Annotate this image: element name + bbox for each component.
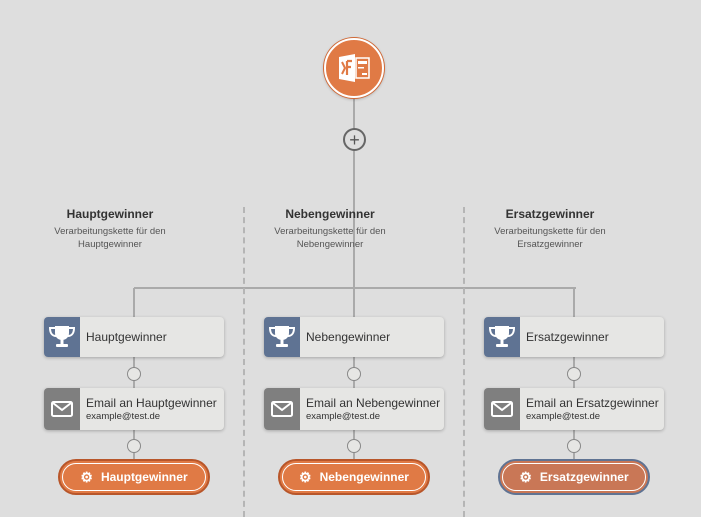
trigger-label: Ersatzgewinner — [526, 330, 609, 344]
gears-icon: ⚙ — [519, 468, 532, 485]
branch-connector — [134, 287, 576, 289]
branch-action-button[interactable]: ⚙ Nebengewinner — [278, 459, 430, 495]
email-title: Email an Hauptgewinner — [86, 396, 217, 410]
trigger-node[interactable]: Nebengewinner — [264, 317, 444, 357]
mail-icon — [44, 388, 80, 430]
column-divider — [463, 207, 465, 517]
branch-action-label: Ersatzgewinner — [539, 470, 629, 484]
trophy-icon — [484, 317, 520, 357]
mail-icon — [484, 388, 520, 430]
email-recipient: example@test.de — [86, 411, 161, 422]
branch-column: Nebengewinner Verarbeitungskette für den… — [220, 0, 444, 517]
gears-icon: ⚙ — [80, 468, 93, 485]
connector-point[interactable] — [567, 439, 581, 453]
branch-column: Hauptgewinner Verarbeitungskette für den… — [0, 0, 224, 517]
trophy-icon — [264, 317, 300, 357]
form-root-node[interactable] — [324, 38, 384, 98]
branch-title: Ersatzgewinner — [505, 207, 595, 221]
branch-action-label: Hauptgewinner — [100, 470, 188, 484]
branch-action-button[interactable]: ⚙ Ersatzgewinner — [498, 459, 650, 495]
branch-action-button[interactable]: ⚙ Hauptgewinner — [58, 459, 210, 495]
branch-column: Ersatzgewinner Verarbeitungskette für de… — [440, 0, 664, 517]
add-step-button[interactable]: + — [343, 128, 366, 151]
trophy-icon — [44, 317, 80, 357]
branch-action-label: Nebengewinner — [319, 470, 409, 484]
connector-point[interactable] — [127, 367, 141, 381]
trigger-label: Nebengewinner — [306, 330, 391, 344]
column-divider — [243, 207, 245, 517]
email-title: Email an Nebengewinner — [306, 396, 441, 410]
email-title: Email an Ersatzgewinner — [526, 396, 659, 410]
trigger-node[interactable]: Ersatzgewinner — [484, 317, 664, 357]
mail-icon — [264, 388, 300, 430]
trigger-label: Hauptgewinner — [86, 330, 167, 344]
root-connector — [353, 90, 355, 288]
connector-point[interactable] — [347, 367, 361, 381]
branch-title: Hauptgewinner — [66, 207, 154, 221]
form-icon — [339, 54, 370, 82]
connector-point[interactable] — [567, 367, 581, 381]
trigger-node[interactable]: Hauptgewinner — [44, 317, 224, 357]
email-recipient: example@test.de — [306, 411, 381, 422]
connector-point[interactable] — [347, 439, 361, 453]
plus-circle-icon: + — [349, 129, 360, 150]
gears-icon: ⚙ — [299, 468, 312, 485]
connector-point[interactable] — [127, 439, 141, 453]
email-recipient: example@test.de — [526, 411, 601, 422]
branch-title: Nebengewinner — [285, 207, 375, 221]
